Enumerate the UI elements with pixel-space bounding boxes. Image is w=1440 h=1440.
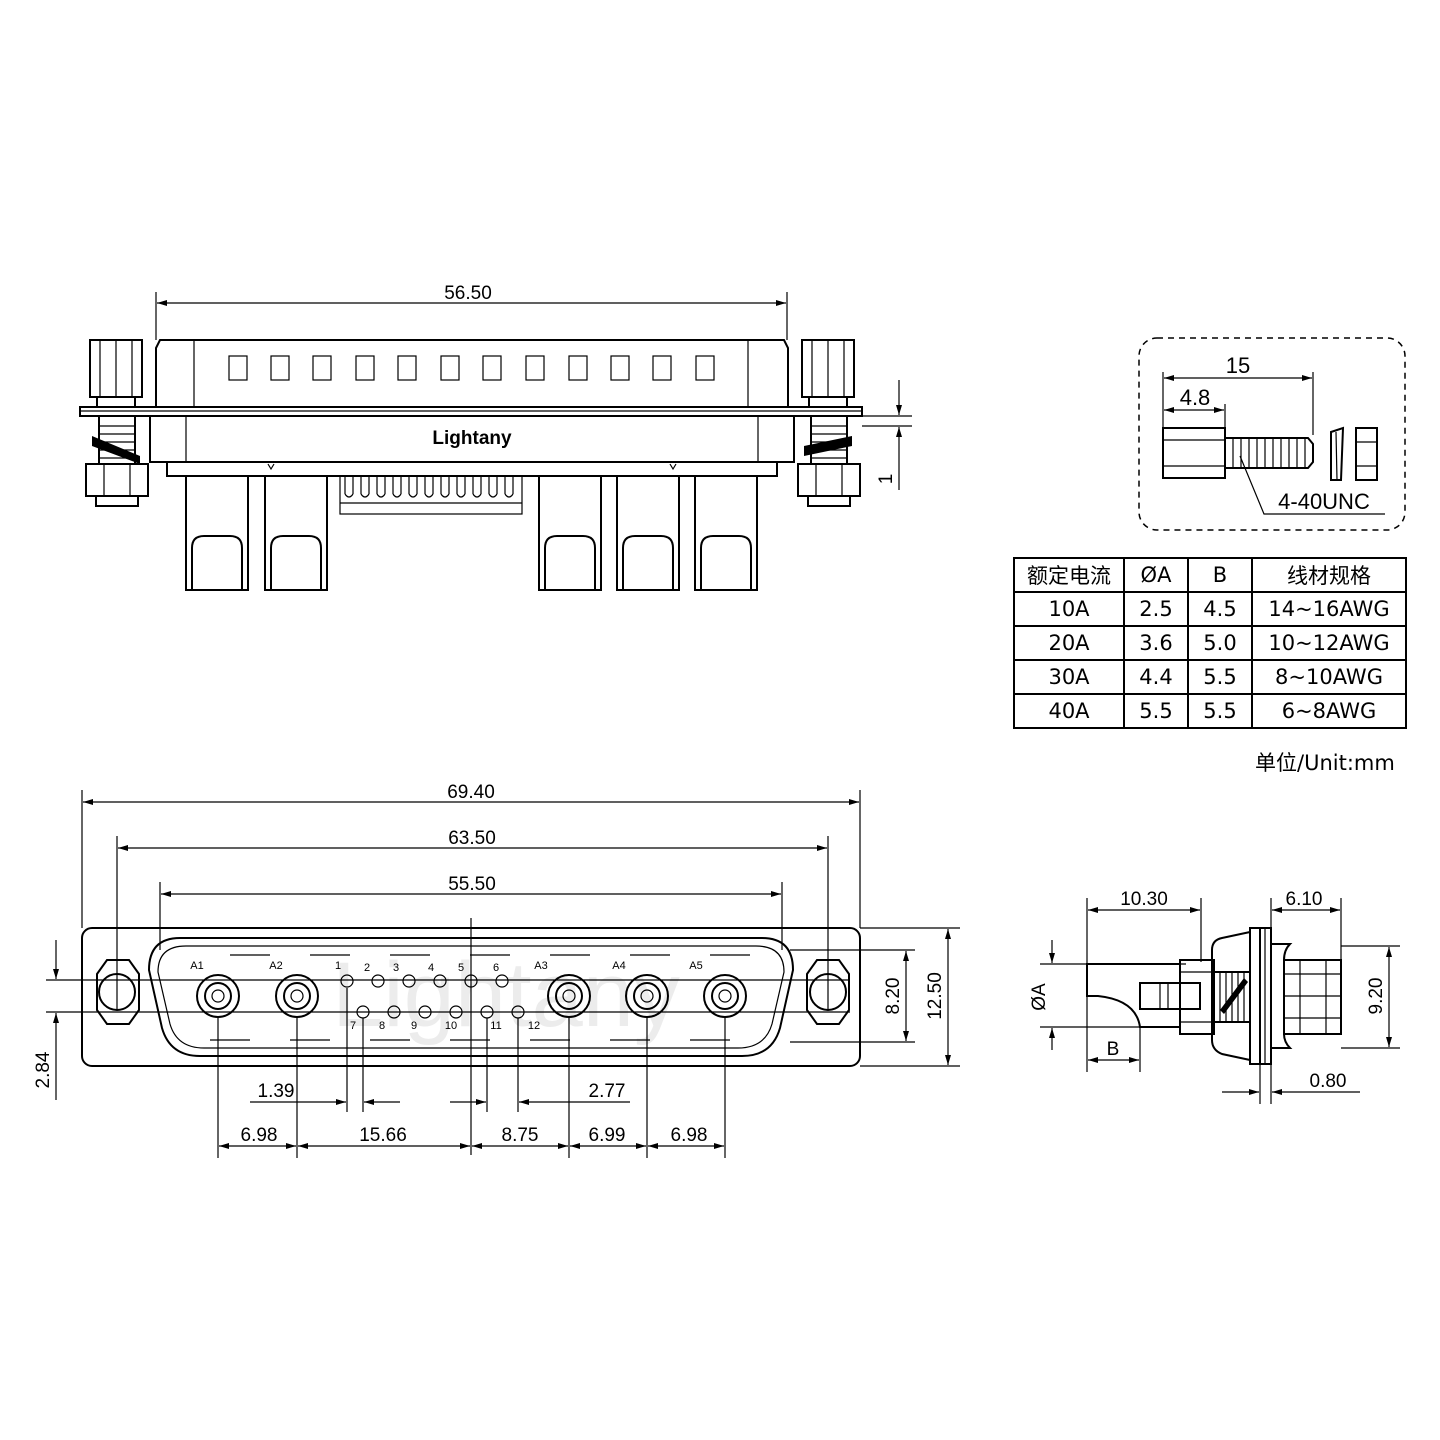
power-contacts-side bbox=[185, 475, 758, 591]
watermark: Lightany bbox=[332, 944, 680, 1046]
dim-screw-length: 15 bbox=[1226, 353, 1250, 378]
table-cell: 8~10AWG bbox=[1251, 659, 1407, 695]
table-header-cell: B bbox=[1187, 557, 1253, 593]
pin-label-5: 5 bbox=[458, 962, 464, 974]
pin-label-a1: A1 bbox=[190, 960, 203, 972]
screw-detail: 15 4.8 4-40UNC bbox=[1138, 337, 1406, 531]
spec-table: 额定电流 ØA B 线材规格 10A 2.5 4.5 14~16AWG 20A … bbox=[1013, 557, 1407, 729]
dim-hole-offset: 2.84 bbox=[33, 1051, 54, 1088]
pin-label-3: 3 bbox=[393, 962, 399, 974]
pin-label-12: 12 bbox=[528, 1020, 540, 1032]
dim-inner-height: 8.20 bbox=[883, 978, 904, 1015]
dim-side-depth: 10.30 bbox=[1120, 889, 1168, 910]
table-cell: 14~16AWG bbox=[1251, 591, 1407, 627]
dim-signal-offset-1: 1.39 bbox=[258, 1081, 295, 1102]
dim-pitch-2: 15.66 bbox=[359, 1125, 407, 1146]
pin-label-a3: A3 bbox=[534, 960, 547, 972]
table-cell: 4.4 bbox=[1123, 659, 1189, 695]
table-cell: 5.0 bbox=[1187, 625, 1253, 661]
pin-label-8: 8 bbox=[379, 1020, 385, 1032]
dim-mount-hole-spacing: 63.50 bbox=[448, 828, 496, 849]
table-cell: 5.5 bbox=[1187, 659, 1253, 695]
dim-pitch-5: 6.98 bbox=[671, 1125, 708, 1146]
table-cell: 10A bbox=[1013, 591, 1125, 627]
dim-outer-height: 12.50 bbox=[925, 972, 946, 1020]
dim-pitch-4: 6.99 bbox=[589, 1125, 626, 1146]
table-cell: 6~8AWG bbox=[1251, 693, 1407, 729]
right-jackscrew bbox=[797, 339, 861, 507]
pin-label-2: 2 bbox=[364, 962, 370, 974]
unit-note: 单位/Unit:mm bbox=[1255, 751, 1395, 775]
brand-logo: Lightany bbox=[432, 428, 512, 449]
pin-label-6: 6 bbox=[493, 962, 499, 974]
dim-top-width: 56.50 bbox=[444, 283, 492, 304]
dim-b: B bbox=[1107, 1039, 1120, 1060]
side-view: 10.30 6.10 ØA B bbox=[1029, 889, 1400, 1104]
dim-flange-thickness: 1 bbox=[876, 474, 897, 485]
dim-pitch-1: 6.98 bbox=[241, 1125, 278, 1146]
table-header-cell: 额定电流 bbox=[1013, 557, 1125, 593]
power-contacts-front: A1 A2 A3 A4 A5 bbox=[190, 960, 747, 1018]
table-row: 30A 4.4 5.5 8~10AWG bbox=[1013, 659, 1407, 695]
dim-signal-offset-2: 2.77 bbox=[589, 1081, 626, 1102]
table-header-row: 额定电流 ØA B 线材规格 bbox=[1013, 557, 1407, 593]
thread-spec: 4-40UNC bbox=[1278, 489, 1370, 514]
table-cell: 5.5 bbox=[1123, 693, 1189, 729]
table-cell: 10~12AWG bbox=[1251, 625, 1407, 661]
pin-label-4: 4 bbox=[428, 962, 434, 974]
table-cell: 40A bbox=[1013, 693, 1125, 729]
left-mount-hole bbox=[96, 959, 140, 1025]
table-cell: 20A bbox=[1013, 625, 1125, 661]
pin-label-11: 11 bbox=[490, 1020, 501, 1032]
table-cell: 5.5 bbox=[1187, 693, 1253, 729]
front-view: Lightany 69.40 63.50 55.50 bbox=[33, 782, 960, 1158]
table-cell: 3.6 bbox=[1123, 625, 1189, 661]
dim-side-height: 9.20 bbox=[1366, 978, 1387, 1015]
pin-label-1: 1 bbox=[335, 960, 341, 972]
table-row: 10A 2.5 4.5 14~16AWG bbox=[1013, 591, 1407, 627]
top-view: 56.50 Lightany bbox=[79, 283, 912, 591]
dim-shell-width: 55.50 bbox=[448, 874, 496, 895]
table-header-cell: ØA bbox=[1123, 557, 1189, 593]
dim-pitch-3: 8.75 bbox=[502, 1125, 539, 1146]
pin-label-a5: A5 bbox=[689, 960, 702, 972]
pin-label-a2: A2 bbox=[269, 960, 282, 972]
dim-flange-thickness-side: 0.80 bbox=[1310, 1071, 1347, 1092]
table-cell: 2.5 bbox=[1123, 591, 1189, 627]
dim-dia-a: ØA bbox=[1029, 983, 1050, 1011]
right-mount-hole bbox=[806, 959, 850, 1025]
pin-label-10: 10 bbox=[445, 1020, 457, 1032]
pin-label-a4: A4 bbox=[612, 960, 625, 972]
left-jackscrew bbox=[85, 339, 149, 507]
table-row: 40A 5.5 5.5 6~8AWG bbox=[1013, 693, 1407, 729]
signal-pins-side bbox=[339, 475, 523, 515]
table-row: 20A 3.6 5.0 10~12AWG bbox=[1013, 625, 1407, 661]
pin-label-7: 7 bbox=[350, 1020, 356, 1032]
table-header-cell: 线材规格 bbox=[1251, 557, 1407, 593]
dim-overall-width: 69.40 bbox=[447, 782, 495, 803]
table-cell: 4.5 bbox=[1187, 591, 1253, 627]
pin-window-row bbox=[228, 355, 715, 381]
table-cell: 30A bbox=[1013, 659, 1125, 695]
dim-nut-width: 6.10 bbox=[1286, 889, 1323, 910]
pin-label-9: 9 bbox=[411, 1020, 417, 1032]
dim-screw-head: 4.8 bbox=[1180, 385, 1211, 410]
